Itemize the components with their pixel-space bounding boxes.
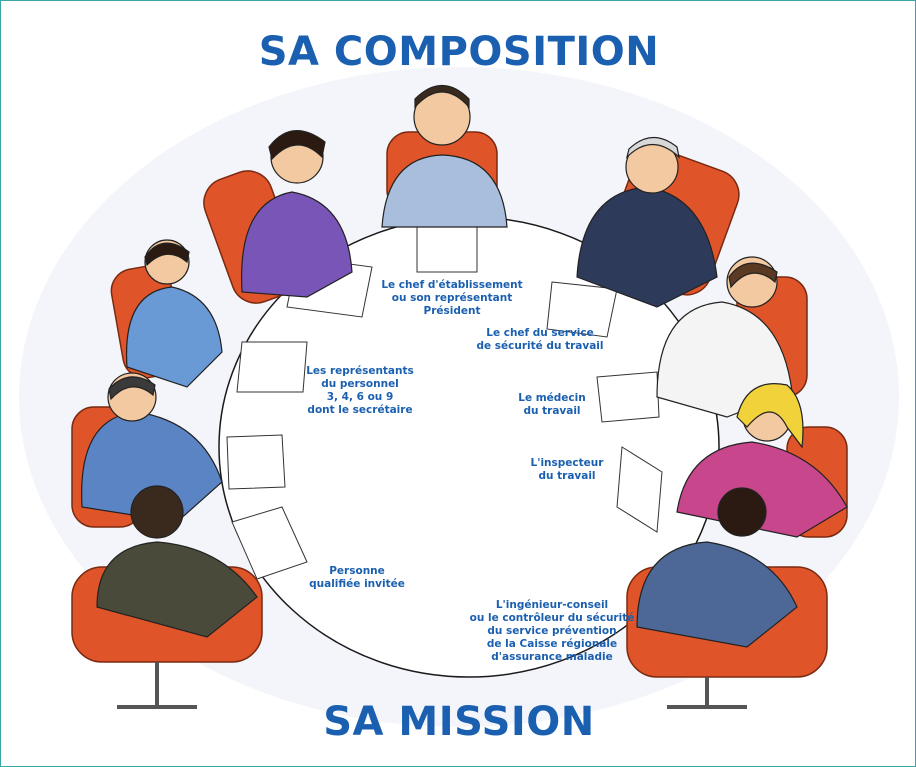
person-man-back-right <box>636 487 798 648</box>
paper <box>546 281 618 338</box>
chair-bases <box>117 662 747 709</box>
illustration-panel: SA COMPOSITION SA MISSION Le chef d'étab… <box>7 7 911 762</box>
person-man-suit-left <box>81 372 223 523</box>
paper <box>616 446 663 533</box>
person-man-back <box>96 485 258 638</box>
person-president <box>381 85 508 228</box>
title-composition: SA COMPOSITION <box>258 29 660 75</box>
chair-base <box>117 662 197 709</box>
chair-base <box>667 677 747 709</box>
label-personne-qualifiee: Personne qualifiée invitée <box>309 565 405 590</box>
label-ingenieur: L'ingénieur-conseil ou le contrôleur du … <box>469 599 635 663</box>
person-elderly-man <box>576 136 718 308</box>
meeting-scene <box>19 67 899 727</box>
paper <box>231 506 308 580</box>
paper <box>226 434 286 490</box>
label-chef-etablissement: Le chef d'établissement ou son représent… <box>381 279 523 317</box>
label-representants: Les représentants du personnel 3, 4, 6 o… <box>306 365 414 416</box>
people <box>81 85 848 648</box>
person-man-vest <box>125 239 223 388</box>
label-chef-securite: Le chef du service de sécurité du travai… <box>476 327 604 352</box>
paper <box>236 341 308 393</box>
label-medecin: Le médecin du travail <box>518 392 586 417</box>
label-inspecteur: L'inspecteur du travail <box>530 457 604 482</box>
person-woman-left <box>240 130 353 298</box>
paper <box>596 371 660 423</box>
title-mission: SA MISSION <box>323 699 595 745</box>
